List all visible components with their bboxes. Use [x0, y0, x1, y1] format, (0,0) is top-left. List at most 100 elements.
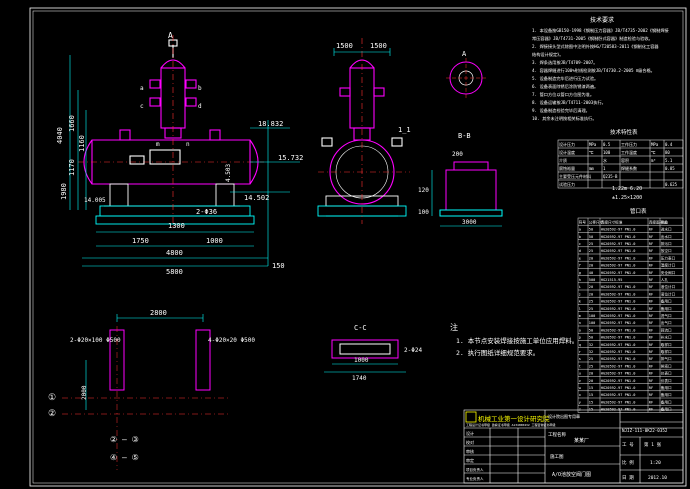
- nozzle-cell: 25: [589, 357, 593, 361]
- nozzle-cell: RF: [649, 228, 653, 232]
- nozzle-cell: o: [579, 328, 581, 332]
- title-block: 机械工业第一设计研究院 工程设计证书甲级 勘察证书甲级 A134000432 工…: [463, 409, 684, 484]
- nozzle-header-cell: 连接尺寸标准: [601, 219, 623, 224]
- side-dim-top-1: 1500: [336, 42, 353, 50]
- field-label-1: 工 号: [622, 442, 634, 448]
- date: 2012.10: [648, 475, 667, 481]
- nozzle-cell: n: [579, 321, 581, 325]
- nozzle-cell: RF: [649, 328, 653, 332]
- nozzle-cell: HG20592-97 PN1.0: [601, 408, 636, 412]
- scale: 1:20: [650, 460, 661, 466]
- nozzle-cell: 50: [589, 328, 593, 332]
- spec-cell: 水: [603, 157, 607, 163]
- foundation-dim-top: 2800: [150, 309, 167, 317]
- front-dim-bottom-2: 1300: [168, 222, 185, 230]
- nozzle-cell: 排液口: [661, 363, 672, 368]
- side-view: 1500 1500 1_1: [317, 38, 411, 224]
- nozzle-cell: 仪表口: [661, 371, 672, 376]
- spec-cell: MPa: [589, 142, 597, 147]
- front-dim-right-4: 14.502: [244, 194, 269, 202]
- spec-cell: 100: [603, 150, 611, 155]
- nozzle-cell: RF: [649, 336, 653, 340]
- stage: 施工图: [550, 453, 564, 460]
- nozzle-cell: 备用口: [661, 385, 672, 390]
- nozzle-cell: 排气口: [661, 356, 672, 361]
- section-bb-dim-2: 100: [418, 209, 429, 216]
- nozzle-cell: t: [579, 364, 581, 368]
- spec-cell: ℃: [651, 150, 656, 155]
- nozzle-cell: 出水口: [661, 234, 672, 239]
- nozzle-cell: HG20592-97 PN1.0: [601, 379, 636, 383]
- section-bb-title: B-B: [458, 132, 471, 140]
- front-note-left: 14.005: [84, 197, 106, 204]
- nozzle-cell: RF: [649, 256, 653, 260]
- nozzle-cell: e: [579, 256, 581, 260]
- nozzle-cell: 100: [589, 314, 596, 318]
- front-dim-left-5: 1980: [60, 183, 68, 200]
- side-label-right: 1_1: [398, 126, 411, 134]
- nozzle-cell: 取样口: [661, 342, 672, 347]
- nozzle-cell: HG20592-97 PN1.0: [601, 292, 636, 296]
- foundation-label-2: 4-Φ20×20 Φ500: [208, 337, 255, 344]
- spec-cell: 设计压力: [559, 141, 575, 147]
- nozzle-cell: 出气口: [661, 320, 672, 325]
- nozzle-cell: b: [579, 235, 581, 239]
- nozzle-header-cell: 连接面形式: [649, 219, 667, 224]
- nozzle-cell: 25: [589, 242, 593, 246]
- nozzle-cell: RF: [649, 386, 653, 390]
- nozzle-cell: HG20592-97 PN1.0: [601, 328, 636, 332]
- spec-cell: ℃: [589, 150, 594, 155]
- nozzle-cell: 500: [589, 278, 596, 282]
- nozzle-cell: 20: [589, 285, 593, 289]
- nozzle-cell: HG20592-97 PN1.0: [601, 386, 636, 390]
- nozzle-cell: 25: [589, 307, 593, 311]
- nozzle-cell: HG20592-97 PN1.0: [601, 300, 636, 304]
- nozzle-table-title: 管口表: [630, 207, 647, 215]
- foundation-label-1: 2-Φ20×100 Φ500: [70, 337, 121, 344]
- nozzle-cell: RF: [649, 242, 653, 246]
- tech-notes: 技术要求 1. 本设备按GB150-1998《钢制压力容器》JB/T4735-2…: [532, 16, 670, 122]
- nozzle-cell: 备用口: [661, 306, 672, 311]
- role-4: 审定: [466, 457, 474, 463]
- nozzle-cell: q: [579, 343, 581, 347]
- nozzle-cell: 20: [589, 292, 593, 296]
- nozzle-cell: HG20592-97 PN1.0: [601, 314, 636, 318]
- nozzle-cell: HG20592-97 PN1.0: [601, 336, 636, 340]
- detail-c-dim-3: 2-Φ24: [404, 347, 422, 354]
- front-dim-right-2: 15.732: [278, 154, 303, 162]
- company-logo-box: [465, 411, 477, 423]
- nozzle-cell: x: [579, 393, 582, 397]
- front-section-mark: 2-Φ36: [196, 208, 217, 216]
- nozzle-cell: 备用口: [661, 407, 672, 412]
- spec-cell: 0.625: [665, 182, 678, 187]
- nozzle-cell: m: [579, 314, 581, 318]
- project-label: 工程名称: [548, 431, 566, 438]
- nozzle-cell: HG20592-97 PN1.0: [601, 321, 636, 325]
- nozzle-cell: RF: [649, 264, 653, 268]
- front-label-c: c: [140, 103, 144, 110]
- nozzle-cell: RF: [649, 350, 653, 354]
- nozzle-cell: HG20592-97 PN1.0: [601, 343, 636, 347]
- nozzle-cell: 备用口: [661, 392, 672, 397]
- nozzle-cell: 取样口: [661, 349, 672, 354]
- spec-cell: 5.1: [665, 158, 673, 163]
- nozzle-cell: 压力表口: [661, 255, 676, 260]
- tech-note-2: 2. 焊接接头型式除图中注明外按HG/T20583-2011《钢制化工容器: [532, 43, 659, 50]
- nozzle-cell: 仪表口: [661, 378, 672, 383]
- nozzle-cell: HG20592-97 PN1.0: [601, 357, 636, 361]
- nozzle-cell: RF: [649, 292, 653, 296]
- tech-note-9: 8. 设备运输按JB/T4711-2003执行。: [532, 99, 606, 106]
- nozzle-cell: RF: [649, 400, 653, 404]
- nozzle-cell: 15: [589, 400, 593, 404]
- nozzle-header-cell: 符号: [579, 219, 587, 224]
- nozzle-cell: HG20592-97 PN1.0: [601, 249, 636, 253]
- front-view: A 1750 1300 1000 4800 5800 4040 1660 117…: [56, 31, 303, 276]
- notes-block: 注 1. 本节点安装焊接按施工单位应用焊料。 2. 执行图纸详细规范要求。: [450, 322, 578, 357]
- spec-cell: 设计温度: [559, 149, 575, 155]
- nozzle-cell: 15: [589, 408, 593, 412]
- side-dim-lines: [333, 48, 391, 56]
- nozzle-cell: c: [579, 242, 581, 246]
- role-5: 项目负责人: [466, 467, 484, 472]
- tech-note-5: 4. 容器焊缝进行100%射线检测按JB/T4730.2-2005 Ⅱ级合格。: [532, 67, 655, 74]
